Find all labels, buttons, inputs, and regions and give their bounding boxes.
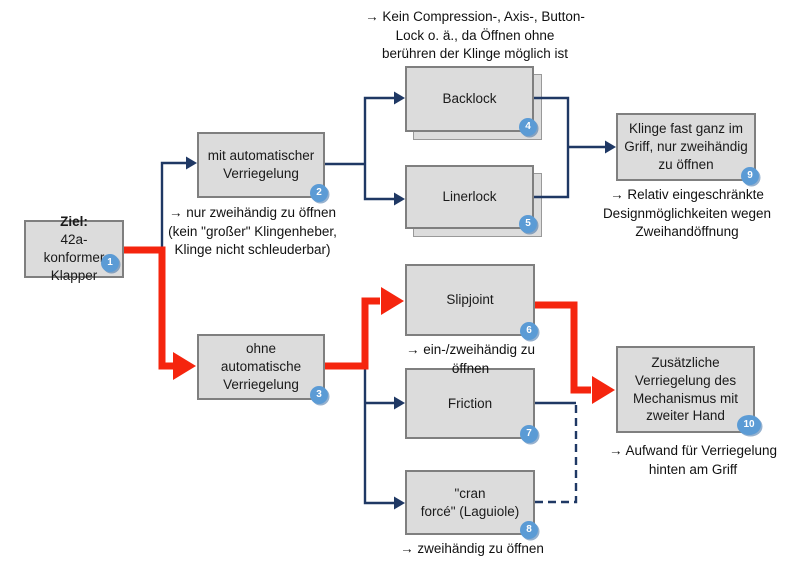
arrowhead-into-with-lock (186, 156, 197, 170)
node-slipjoint: Slipjoint 6 (405, 264, 538, 340)
node-goal: Ziel: 42a-konformer Klapper 1 (24, 214, 124, 283)
node-without-automatic-lock: ohne automatische Verriegelung 3 (197, 334, 328, 404)
cran-force-label: "cran forcé" (Laguiole) (420, 485, 520, 519)
arrowhead-into-backlock (394, 91, 405, 105)
step-badge-4: 4 (519, 118, 537, 136)
friction-label: Friction (447, 395, 493, 411)
goal-line3: Klapper (50, 267, 98, 283)
arrowhead-into-linerlock (394, 192, 405, 206)
connector-with-lock-split (325, 96, 394, 201)
connector-cran-force-dashed (535, 404, 578, 504)
note-one-or-two-handed: → ein-/zweihändig zu öffnen (405, 342, 536, 376)
red-arrowhead-into-slipjoint (381, 287, 404, 315)
goal-title: Ziel: (60, 214, 88, 230)
node-cran-force: "cran forcé" (Laguiole) 8 (405, 470, 538, 539)
step-badge-6: 6 (520, 322, 538, 340)
note-locking-effort: → Aufwand für Verriegelung hinten am Gri… (608, 443, 778, 477)
step-badge-9: 9 (741, 167, 759, 185)
arrowhead-into-cran-force (394, 496, 405, 510)
goal-line2: 42a-konformer (43, 232, 105, 265)
note-no-compression-lock: → Kein Compression-, Axis-, Button- Lock… (365, 9, 585, 62)
node-result-two-hand-opening: Klinge fast ganz im Griff, nur zweihändi… (616, 113, 759, 185)
red-path-goal-to-without-lock (124, 246, 173, 370)
without-lock-label: ohne automatische Verriegelung (220, 341, 302, 392)
connector-locks-merge-to-result9 (534, 96, 605, 199)
step-badge-2: 2 (310, 184, 328, 202)
node-friction: Friction 7 (405, 368, 538, 443)
red-path-without-lock-to-slipjoint (325, 297, 380, 370)
step-badge-5: 5 (519, 215, 537, 233)
slipjoint-label: Slipjoint (446, 292, 494, 308)
connector-without-lock-split (363, 366, 394, 505)
arrowhead-into-result9 (605, 140, 616, 154)
node-linerlock: Linerlock 5 (405, 165, 537, 233)
step-badge-1: 1 (101, 254, 119, 272)
step-badge-8: 8 (520, 521, 538, 539)
arrowhead-into-friction (394, 396, 405, 410)
red-arrowhead-into-result10 (592, 376, 615, 404)
node-result-second-hand-lock: Zusätzliche Verriegelung des Mechanismus… (616, 346, 761, 435)
note-two-handed-only: → nur zweihändig zu öffnen (kein "großer… (168, 205, 337, 258)
step-badge-3: 3 (310, 386, 328, 404)
result-9-label: Klinge fast ganz im Griff, nur zweihändi… (624, 121, 748, 172)
red-arrowhead-into-without-lock (173, 352, 196, 380)
note-two-handed-open: → zweihändig zu öffnen (400, 541, 544, 556)
note-restricted-design: → Relativ eingeschränkte Designmöglichke… (602, 187, 772, 240)
result-10-label: Zusätzliche Verriegelung des Mechanismus… (632, 354, 739, 424)
linerlock-label: Linerlock (442, 189, 497, 205)
backlock-label: Backlock (442, 91, 497, 107)
node-with-automatic-lock: mit automatischer Verriegelung 2 (197, 132, 328, 202)
with-lock-label: mit automatischer Verriegelung (207, 148, 315, 181)
node-backlock: Backlock 4 (405, 66, 537, 136)
step-badge-10: 10 (737, 415, 761, 435)
step-badge-7: 7 (520, 425, 538, 443)
